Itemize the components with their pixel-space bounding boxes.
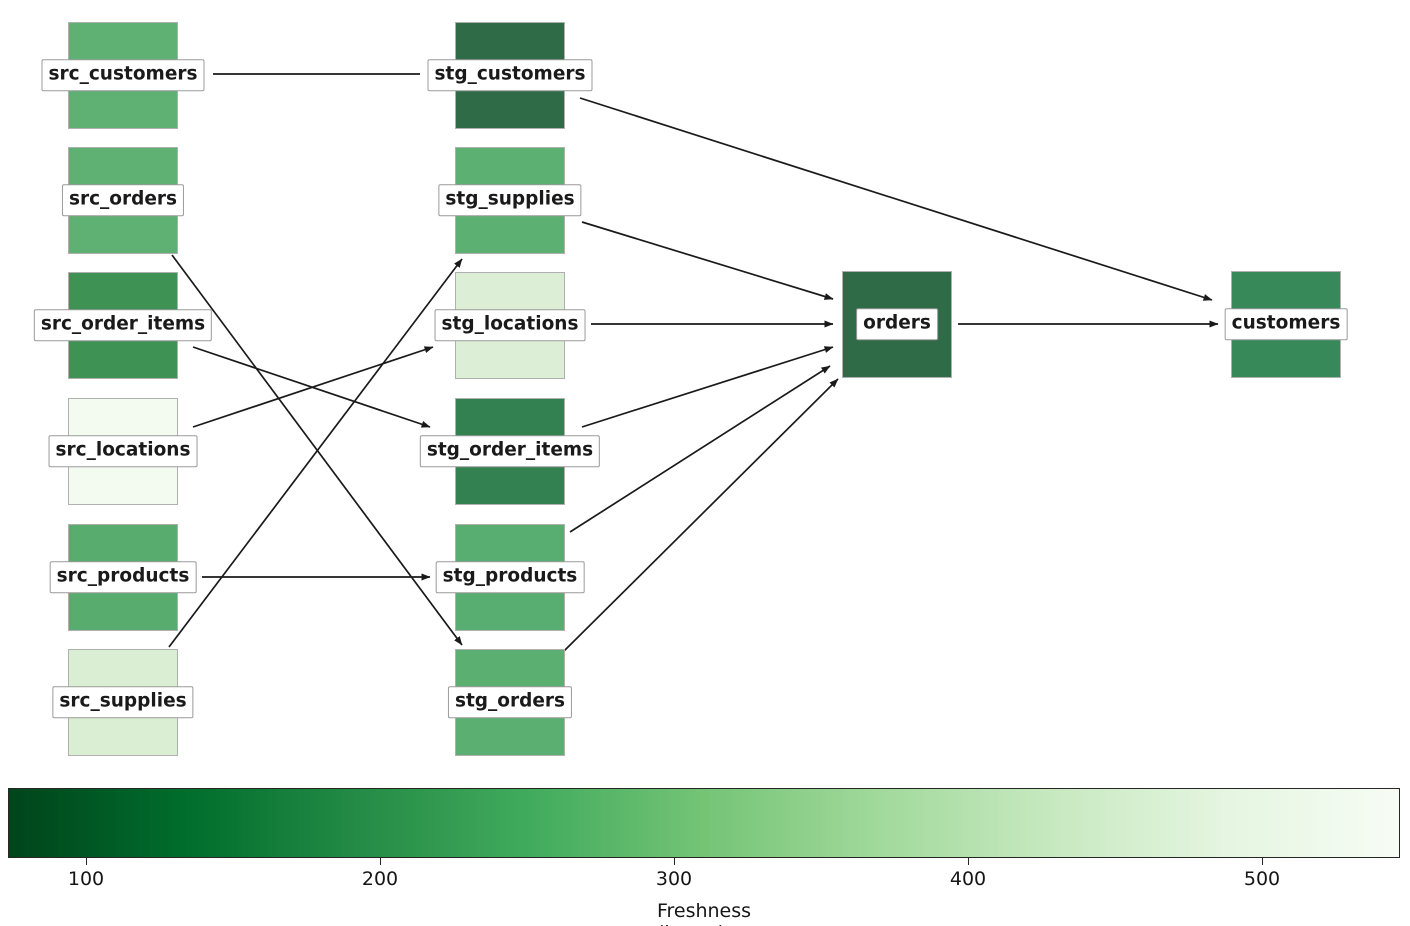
node-label-src_orders[interactable]: src_orders xyxy=(61,184,185,216)
node-label-stg_locations[interactable]: stg_locations xyxy=(434,309,586,341)
colorbar-tick xyxy=(674,858,675,865)
colorbar-tick xyxy=(1262,858,1263,865)
edge-src_supplies-stg_locations xyxy=(168,258,463,648)
edge-stg_order_items-orders xyxy=(581,346,834,428)
node-label-stg_supplies[interactable]: stg_supplies xyxy=(438,184,582,216)
node-label-src_supplies[interactable]: src_supplies xyxy=(52,686,194,718)
edge-stg_products-orders xyxy=(569,365,831,533)
node-label-src_products[interactable]: src_products xyxy=(49,561,197,593)
colorbar-tick-label: 400 xyxy=(949,868,987,890)
node-label-src_order_items[interactable]: src_order_items xyxy=(33,309,213,341)
colorbar-title: Freshness (hours) xyxy=(656,900,752,926)
colorbar-tick xyxy=(86,858,87,865)
colorbar-tick-label: 500 xyxy=(1243,868,1281,890)
node-label-stg_orders[interactable]: stg_orders xyxy=(447,686,573,718)
colorbar-tick xyxy=(380,858,381,865)
edge-src_locations-stg_locations xyxy=(192,346,434,428)
colorbar-tick xyxy=(968,858,969,865)
colorbar-gradient xyxy=(8,788,1400,858)
node-label-stg_customers[interactable]: stg_customers xyxy=(427,59,593,91)
node-label-stg_products[interactable]: stg_products xyxy=(435,561,585,593)
edge-src_orders-stg_orders xyxy=(171,254,463,646)
colorbar-tick-label: 300 xyxy=(655,868,693,890)
node-label-src_locations[interactable]: src_locations xyxy=(48,435,198,467)
colorbar-tick-label: 100 xyxy=(67,868,105,890)
node-label-stg_order_items[interactable]: stg_order_items xyxy=(419,435,601,467)
node-label-orders[interactable]: orders xyxy=(856,308,938,340)
edge-stg_supplies-orders xyxy=(581,221,834,300)
node-label-customers[interactable]: customers xyxy=(1224,308,1348,340)
edge-src_order_items-stg_order_items xyxy=(192,346,431,428)
node-label-src_customers[interactable]: src_customers xyxy=(41,59,205,91)
colorbar-tick-label: 200 xyxy=(361,868,399,890)
edge-stg_orders-orders xyxy=(562,378,839,653)
